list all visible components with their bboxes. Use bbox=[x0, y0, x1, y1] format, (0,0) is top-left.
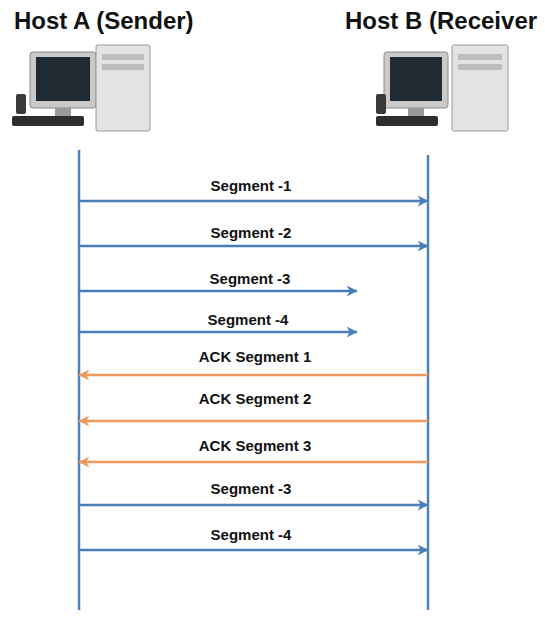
monitor-frame bbox=[30, 52, 96, 108]
computer-illustration bbox=[12, 45, 150, 131]
segment-arrow bbox=[79, 549, 428, 552]
ack-arrow bbox=[79, 461, 428, 464]
computer-illustration bbox=[376, 45, 508, 131]
monitor-screen bbox=[390, 57, 442, 101]
segment-arrow bbox=[79, 200, 428, 203]
monitor-stand bbox=[408, 108, 424, 116]
monitor-screen bbox=[36, 57, 90, 101]
drive-bay bbox=[102, 54, 144, 60]
lifeline bbox=[78, 150, 81, 610]
segment-arrow bbox=[79, 504, 428, 507]
message-label: Segment -2 bbox=[141, 224, 361, 242]
lifeline bbox=[427, 155, 430, 610]
message-label: ACK Segment 2 bbox=[145, 390, 365, 408]
message-label: ACK Segment 1 bbox=[145, 348, 365, 366]
keyboard bbox=[376, 116, 438, 126]
message-label: ACK Segment 3 bbox=[145, 437, 365, 455]
host-node: Host A (Sender) bbox=[14, 6, 234, 134]
message-label: Segment -3 bbox=[141, 480, 361, 498]
monitor-stand bbox=[55, 108, 71, 116]
computer-tower bbox=[452, 45, 508, 131]
speaker bbox=[16, 94, 26, 114]
lost-segment-arrow bbox=[79, 331, 357, 334]
keyboard bbox=[12, 116, 84, 126]
computer-tower bbox=[96, 45, 150, 131]
lost-segment-arrow bbox=[79, 290, 357, 293]
segment-arrow bbox=[79, 245, 428, 248]
drive-bay bbox=[458, 64, 502, 70]
drive-bay bbox=[102, 64, 144, 70]
ack-arrow bbox=[79, 420, 428, 423]
speaker bbox=[376, 94, 386, 114]
host-node: Host B (Receiver bbox=[345, 6, 543, 134]
segment-label: Segment -4 bbox=[138, 311, 358, 329]
monitor-frame bbox=[384, 52, 448, 108]
message-label: Segment -1 bbox=[141, 177, 361, 195]
ack-arrow bbox=[79, 374, 428, 377]
host-title: Host B (Receiver bbox=[345, 6, 543, 36]
host-title: Host A (Sender) bbox=[14, 6, 234, 36]
drive-bay bbox=[458, 54, 502, 60]
segment-label: Segment -3 bbox=[140, 270, 360, 288]
message-label: Segment -4 bbox=[141, 526, 361, 544]
